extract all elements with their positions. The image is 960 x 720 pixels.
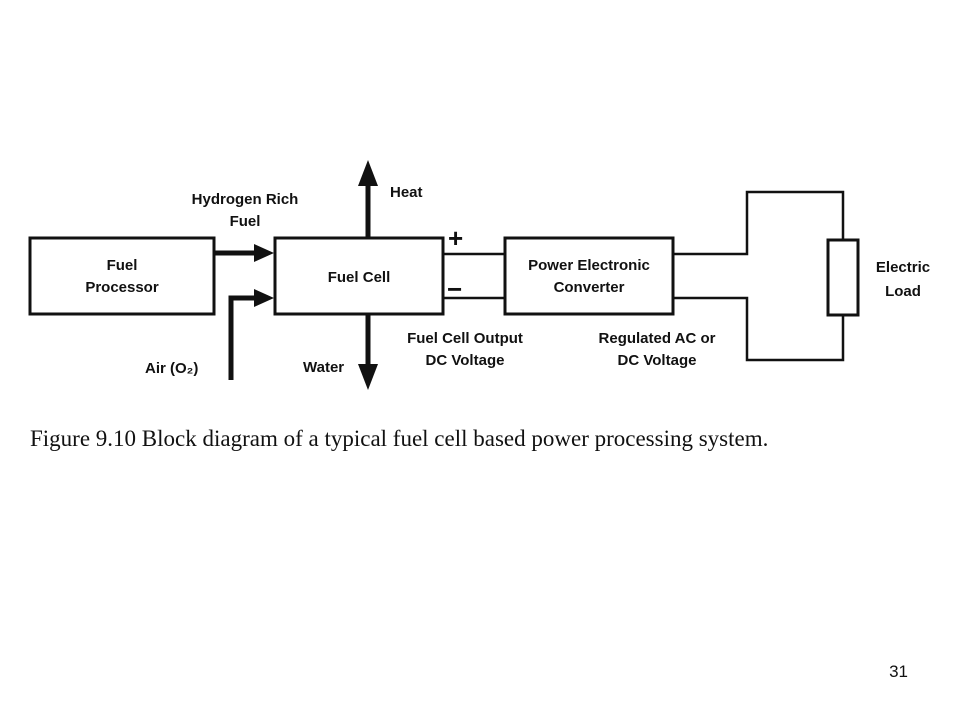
fuel-cell-output-label-line2: DC Voltage — [426, 352, 505, 369]
fuel-cell-box — [273, 236, 445, 316]
minus-sign: − — [447, 274, 462, 304]
power-converter-label-line1: Power Electronic — [528, 257, 650, 274]
fuel-processor-block: Fuel Processor — [28, 236, 216, 316]
water-arrow — [358, 314, 378, 390]
power-converter-box — [503, 236, 675, 316]
hydrogen-fuel-label-line2: Fuel — [230, 213, 261, 230]
power-converter-label-line2: Converter — [554, 279, 625, 296]
hydrogen-fuel-label-line1: Hydrogen Rich — [192, 191, 299, 208]
air-arrow — [228, 289, 274, 380]
regulated-output-label-line2: DC Voltage — [618, 352, 697, 369]
output-top-wire — [673, 190, 845, 256]
electric-load-label-line2: Load — [885, 283, 921, 300]
fuel-cell-output-label-line1: Fuel Cell Output — [407, 330, 523, 347]
heat-arrow — [358, 160, 378, 238]
fuel-processor-label-line1: Fuel — [107, 257, 138, 274]
fuel-cell-label: Fuel Cell — [328, 269, 391, 286]
electric-load-label-line1: Electric — [876, 259, 930, 276]
figure-caption: Figure 9.10 Block diagram of a typical f… — [30, 426, 768, 451]
fuel-cell-block: Fuel Cell — [273, 236, 445, 316]
fuel-processor-box — [28, 236, 216, 316]
air-label: Air (O₂) — [145, 360, 198, 377]
output-bottom-wire — [673, 296, 845, 362]
water-label: Water — [303, 359, 344, 376]
electric-load-block: Electric Load — [826, 238, 930, 317]
heat-label: Heat — [390, 184, 423, 201]
regulated-output-label-line1: Regulated AC or — [599, 330, 716, 347]
plus-sign: + — [448, 223, 463, 253]
power-converter-block: Power Electronic Converter — [503, 236, 675, 316]
page-number: 31 — [889, 662, 908, 681]
hydrogen-fuel-arrow — [214, 244, 274, 262]
electric-load-resistor — [826, 238, 860, 317]
fuel-processor-label-line2: Processor — [85, 279, 159, 296]
